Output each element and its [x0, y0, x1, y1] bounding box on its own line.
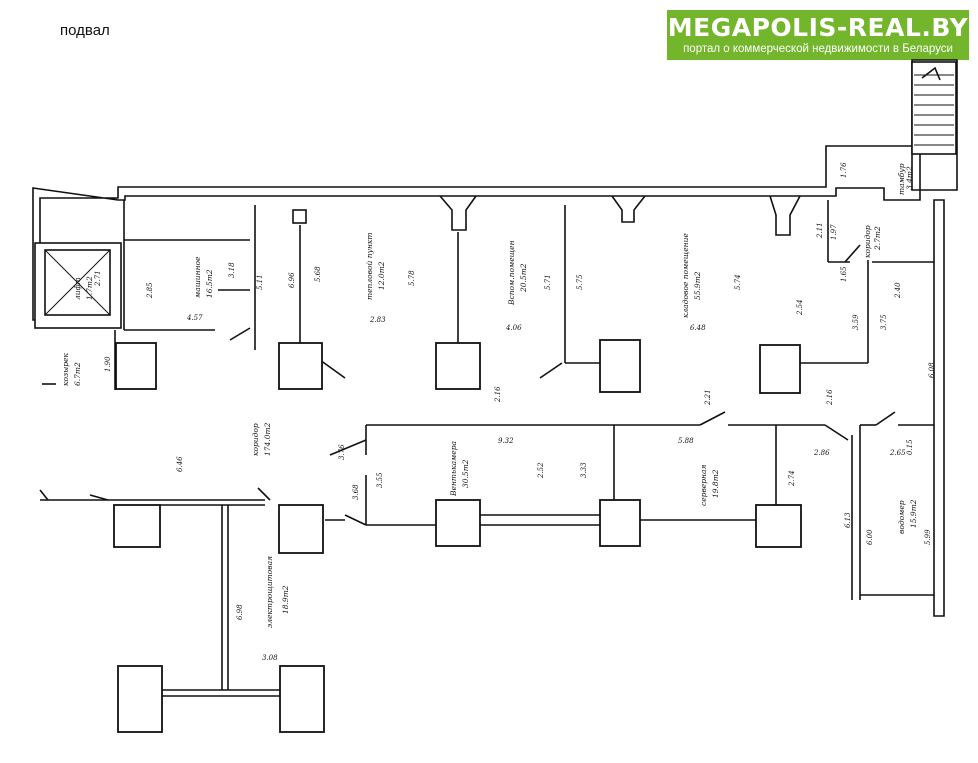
dimension-label: 2.11 — [816, 222, 824, 239]
dimension-label: 3.08 — [262, 654, 278, 662]
dimension-label: 2.40 — [894, 282, 902, 299]
dimension-label: 1.76 — [840, 162, 848, 178]
dimension-label: 5.78 — [408, 270, 416, 286]
dimension-label: 2.65 — [889, 449, 906, 457]
room-ventkamera-label: Вентькамера — [449, 441, 458, 497]
logo-subtitle: портал о коммерческой недвижимости в Бел… — [683, 43, 953, 55]
dimension-label: 2.85 — [146, 282, 154, 299]
dimension-label: 2.52 — [537, 462, 545, 479]
dimension-label: 2.21 — [704, 389, 712, 406]
dimension-label: 3.76 — [338, 444, 346, 460]
dimension-labels: 2.85 3.18 5.11 6.96 5.68 5.78 5.71 5.75 … — [94, 162, 936, 662]
wall-bumps — [439, 195, 801, 236]
dimension-label: 5.75 — [576, 274, 584, 290]
dimension-label: 3.75 — [880, 314, 888, 330]
room-elektroshchit-label: электрощитовая — [265, 556, 274, 628]
dimension-label: 3.55 — [376, 472, 384, 488]
dimension-label: 2.71 — [94, 270, 102, 287]
dimension-label: 9.32 — [498, 437, 514, 445]
dimension-label: 6.13 — [844, 512, 852, 528]
room-tambur-label: тамбур — [897, 163, 906, 195]
room-mashinnaya-label: машинное — [193, 256, 202, 298]
dimension-label: 5.68 — [314, 266, 322, 282]
floor-label: подвал — [60, 22, 110, 39]
lift-shaft — [34, 242, 122, 329]
dimension-label: 3.33 — [580, 462, 588, 478]
room-koridor-small-label: коридор — [863, 225, 872, 258]
dimension-label: 6.98 — [236, 604, 244, 620]
dimension-label: 2.16 — [494, 386, 502, 403]
dimension-label: 5.99 — [924, 529, 932, 545]
outer-wall-top — [32, 59, 958, 321]
dimension-label: 3.18 — [228, 262, 236, 278]
dimension-label: 1.65 — [840, 266, 848, 282]
room-teplovoy-label: тепловой пункт — [365, 233, 374, 300]
room-tambur-area: 3.4m2 — [905, 166, 914, 190]
room-koridor-main-label: коридор — [251, 423, 260, 456]
outer-wall-right — [933, 199, 945, 617]
room-koridor-small-area: 2.7m2 — [873, 226, 882, 251]
dimension-label: 4.57 — [186, 314, 203, 322]
site-logo[interactable]: MEGAPOLIS-REAL.BY портал о коммерческой … — [667, 10, 969, 60]
dimension-label: 6.00 — [866, 529, 874, 545]
pillars — [113, 339, 802, 733]
room-vspom-label: Вспом.помещен — [507, 240, 516, 306]
dimension-label: 3.68 — [352, 484, 360, 500]
dimension-label: 5.88 — [678, 437, 694, 445]
stairs — [911, 61, 957, 155]
dimension-label: 6.96 — [288, 272, 296, 288]
interior-walls — [40, 200, 934, 697]
room-teplovoy-area: 12.0m2 — [377, 261, 386, 290]
dimension-label: 1.90 — [104, 356, 112, 372]
dimension-label: 5.11 — [256, 274, 264, 290]
room-mashinnaya-area: 16.5m2 — [205, 269, 214, 298]
room-serverna-area: 19.8m2 — [711, 469, 720, 498]
room-elektroshchit-area: 18.9m2 — [281, 585, 290, 614]
room-kozyrek-label: козырек — [61, 353, 70, 386]
room-kladovaya-area: 55.9m2 — [693, 271, 702, 300]
room-labels: лифт 1.7m2 машинное 16.5m2 тепловой пунк… — [61, 163, 918, 628]
dimension-label: 6.46 — [176, 456, 184, 472]
dimension-label: 2.54 — [796, 299, 804, 316]
room-vspom-area: 20.5m2 — [519, 263, 528, 293]
dimension-label: 5.74 — [734, 274, 742, 290]
dimension-label: 5.71 — [544, 274, 552, 290]
room-kladovaya-label: кладовое помещение — [681, 233, 690, 318]
dimension-label: 2.16 — [826, 389, 834, 406]
room-serverna-label: серверная — [699, 465, 708, 506]
dimension-label: 3.59 — [852, 314, 860, 330]
room-koridor-main-area: 174.0m2 — [263, 422, 272, 456]
dimension-label: 6.08 — [928, 362, 936, 378]
dimension-label: 0.15 — [906, 439, 914, 455]
dimension-label: 2.74 — [788, 470, 796, 487]
dimension-label: 2.83 — [369, 316, 386, 324]
doors — [39, 244, 896, 526]
room-lift-area: 1.7m2 — [85, 276, 94, 300]
dimension-label: 4.06 — [505, 324, 522, 332]
room-kozyrek-area: 6.7m2 — [73, 362, 82, 386]
logo-title: MEGAPOLIS-REAL.BY — [667, 13, 969, 42]
room-vodomer-area: 15.9m2 — [909, 499, 918, 528]
dimension-label: 6.48 — [690, 324, 706, 332]
dimension-label: 2.86 — [813, 449, 830, 457]
room-ventkamera-area: 30.5m2 — [461, 459, 470, 488]
room-vodomer-label: водомер — [897, 500, 906, 534]
room-lift-label: лифт — [73, 277, 82, 300]
dimension-label: 1.97 — [830, 224, 838, 240]
